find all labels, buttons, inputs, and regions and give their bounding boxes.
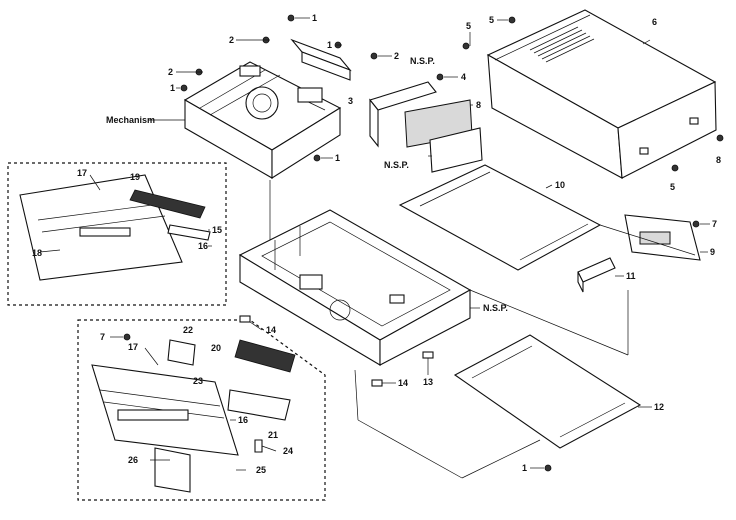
callout-17: 17: [128, 342, 138, 352]
screw-1: [313, 154, 321, 162]
label-nsp: N.S.P.: [410, 56, 435, 66]
callout-15: 15: [212, 225, 222, 235]
callout-18: 18: [32, 248, 42, 258]
callout-9: 9: [710, 247, 715, 257]
mechanism-assembly: [183, 61, 342, 179]
screw-1: [544, 464, 552, 472]
label-nsp: N.S.P.: [384, 160, 409, 170]
callout-22: 22: [183, 325, 193, 335]
pcb-nsp: [429, 127, 483, 173]
display-window-19: [129, 189, 206, 219]
callout-21: 21: [268, 430, 278, 440]
callout-19: 19: [130, 172, 140, 182]
shield-plate-10: [398, 164, 602, 271]
callout-23: 23: [193, 376, 203, 386]
screw-5: [671, 164, 679, 172]
front-panel-group-box: [7, 162, 227, 306]
callout-7: 7: [100, 332, 105, 342]
callout-4: 4: [461, 72, 466, 82]
front-bracket-3: [301, 51, 351, 81]
front-panel-26-group: [91, 364, 239, 493]
screw-1: [180, 84, 188, 92]
chassis-opening: [299, 274, 323, 290]
callout-20: 20: [211, 343, 221, 353]
screw-4: [436, 73, 444, 81]
callout-2: 2: [168, 67, 173, 77]
screw-5: [508, 16, 516, 24]
callout-25: 25: [256, 465, 266, 475]
callout-1: 1: [522, 463, 527, 473]
callout-1: 1: [327, 40, 332, 50]
callout-14: 14: [398, 378, 408, 388]
callout-10: 10: [555, 180, 565, 190]
mechanism-motor: [239, 65, 261, 77]
foot-14: [239, 315, 251, 323]
bottom-cover-12: [453, 334, 642, 449]
foot-14: [371, 379, 383, 387]
callout-2: 2: [394, 51, 399, 61]
label-mechanism: Mechanism: [106, 115, 155, 125]
screw-1: [287, 14, 295, 22]
top-cover: [486, 9, 717, 179]
callout-5: 5: [489, 15, 494, 25]
side-bracket: [369, 81, 437, 111]
callout-labels: 1 1 1 1 1 2 2 2 3 4 5 5 5 6 7 7 8 8 9 10…: [32, 13, 721, 475]
callout-1: 1: [312, 13, 317, 23]
cover-vent-slots: [529, 26, 595, 63]
label-nsp: N.S.P.: [483, 303, 508, 313]
main-chassis: [238, 209, 472, 366]
callout-5: 5: [466, 21, 471, 31]
callout-11: 11: [626, 271, 636, 281]
display-window-20: [234, 339, 296, 373]
callout-17: 17: [77, 168, 87, 178]
callout-7: 7: [712, 219, 717, 229]
screw-7: [692, 220, 700, 228]
side-bracket: [369, 98, 379, 148]
callout-26: 26: [128, 455, 138, 465]
callout-6: 6: [652, 17, 657, 27]
mechanism-board: [297, 87, 323, 103]
screw-7: [123, 333, 131, 341]
foot-13: [422, 351, 434, 359]
leader-lines: [39, 17, 710, 479]
connector-11: [577, 271, 584, 293]
callout-8: 8: [716, 155, 721, 165]
cover-screw-hole: [689, 117, 699, 125]
button-22: [167, 339, 196, 366]
callout-14: 14: [266, 325, 276, 335]
bracket-21: [227, 389, 291, 421]
callout-2: 2: [229, 35, 234, 45]
connector-11: [577, 257, 616, 283]
screw-5: [716, 134, 724, 142]
cover-screw-hole: [639, 147, 649, 155]
part-24: [254, 439, 263, 453]
front-panel-18: [19, 174, 183, 281]
chassis-opening: [389, 294, 405, 304]
callout-1: 1: [170, 83, 175, 93]
callout-3: 3: [348, 96, 353, 106]
callout-24: 24: [283, 446, 293, 456]
door-26: [154, 447, 191, 493]
callout-5: 5: [670, 182, 675, 192]
callout-1: 1: [335, 153, 340, 163]
cassette-door-slot: [79, 227, 131, 237]
rear-panel-jacks: [639, 231, 671, 245]
callout-16: 16: [198, 241, 208, 251]
callout-13: 13: [423, 377, 433, 387]
screw-2: [370, 52, 378, 60]
callout-8: 8: [476, 100, 481, 110]
screw-5: [462, 42, 470, 50]
button-strip-16: [167, 224, 211, 241]
cassette-door-slot: [117, 409, 189, 421]
front-panel-group-box-2: [77, 319, 326, 501]
callout-12: 12: [654, 402, 664, 412]
callout-16: 16: [238, 415, 248, 425]
